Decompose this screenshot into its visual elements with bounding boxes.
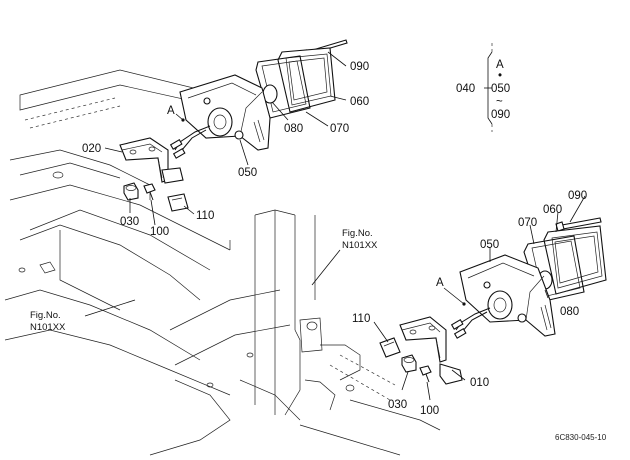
fig-ref-left-title: Fig.No. (30, 310, 61, 321)
lower-lamp-assembly (379, 217, 607, 385)
callout-lower-010: 010 (470, 377, 489, 389)
legend-range-mark: ~ (496, 96, 503, 108)
fig-ref-center-number: N101XX (342, 240, 378, 251)
callout-lower-030: 030 (388, 399, 407, 411)
machine-frame (4, 69, 441, 456)
callout-lower-070: 070 (518, 217, 537, 229)
callout-upper-100: 100 (150, 226, 169, 238)
callout-lower-090: 090 (568, 190, 587, 202)
legend-group-number: 040 (456, 83, 475, 95)
drawing-code: 6C830-045-10 (555, 433, 607, 442)
part-range-legend: 040 A • 050 ~ 090 (456, 59, 510, 121)
callout-lower-ref-a: A (436, 277, 444, 289)
callout-labels: 090 060 070 080 050 020 030 100 110 A 09… (82, 61, 587, 417)
callout-upper-060: 060 (350, 96, 369, 108)
callout-upper-070: 070 (330, 123, 349, 135)
figure-references: Fig.No. N101XX Fig.No. N101XX (30, 228, 378, 333)
callout-upper-050: 050 (238, 167, 257, 179)
fig-ref-left-number: N101XX (30, 322, 66, 333)
legend-dot: • (498, 70, 502, 82)
legend-from-part: 050 (491, 83, 510, 95)
legend-to-part: 090 (491, 109, 510, 121)
callout-lower-080: 080 (560, 306, 579, 318)
fig-ref-center-title: Fig.No. (342, 228, 373, 239)
legend-letter: A (496, 59, 504, 71)
callout-upper-090: 090 (350, 61, 369, 73)
leader-lines (84, 40, 586, 401)
callout-lower-050: 050 (480, 239, 499, 251)
callout-upper-110: 110 (196, 210, 214, 222)
callout-lower-100: 100 (420, 405, 439, 417)
callout-upper-ref-a: A (167, 105, 175, 117)
callout-lower-060: 060 (543, 204, 562, 216)
callout-upper-080: 080 (284, 123, 303, 135)
callout-upper-020: 020 (82, 143, 101, 155)
upper-lamp-assembly (119, 39, 348, 212)
callout-lower-110: 110 (352, 313, 370, 325)
callout-upper-030: 030 (120, 216, 139, 228)
